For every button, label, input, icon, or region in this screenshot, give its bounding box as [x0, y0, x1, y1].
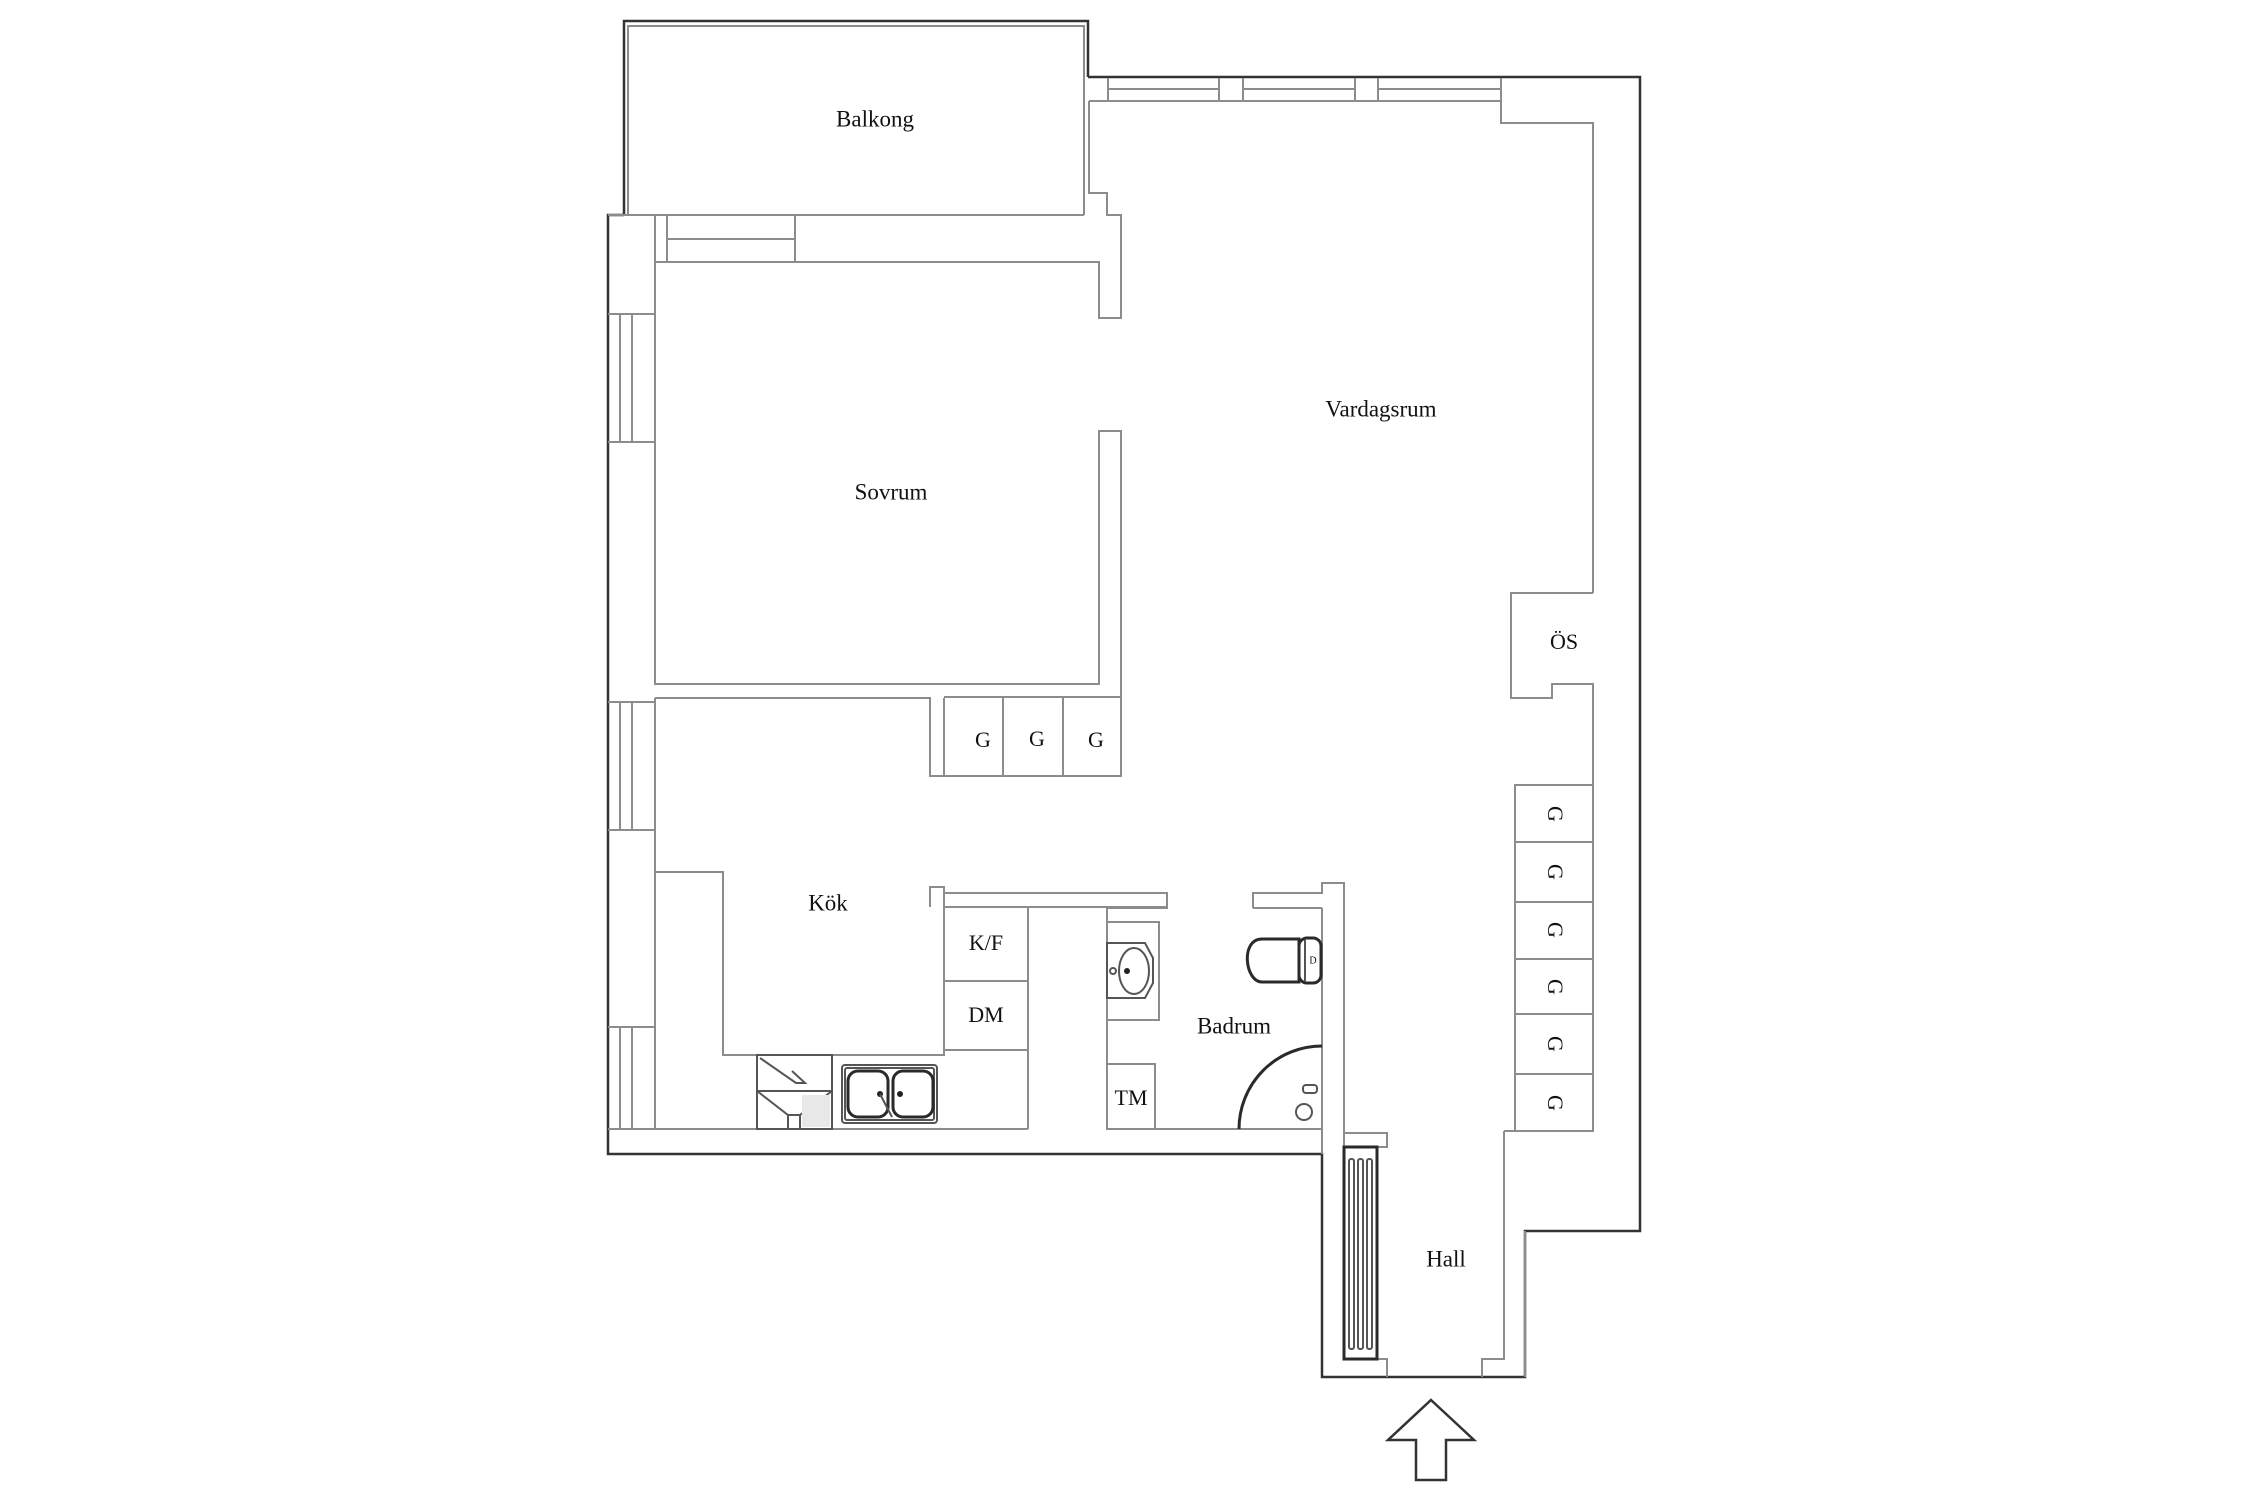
radiator-icon [1342, 1145, 1379, 1361]
wardrobe-label: G [1029, 726, 1045, 751]
wardrobe-label: G [1088, 727, 1104, 752]
left-wall [608, 214, 1028, 1130]
room-label-vardagsrum: Vardagsrum [1325, 396, 1436, 421]
dishwasher [943, 980, 1029, 1051]
up-arrow-icon [1384, 1398, 1478, 1482]
wardrobe-label: G [975, 727, 991, 752]
kitchen-sink-icon [841, 1064, 938, 1124]
window-top [1089, 78, 1502, 102]
os-label: ÖS [1550, 629, 1578, 654]
bathroom-sink-icon [1106, 921, 1160, 1021]
wardrobe-label: G [1543, 806, 1568, 822]
wardrobe-label: G [1543, 1036, 1568, 1052]
outer-wall [606, 75, 1642, 1379]
room-label-balkong: Balkong [836, 106, 914, 131]
toilet-icon: D [1245, 936, 1323, 985]
washing-machine: TM [1106, 1063, 1156, 1130]
washing-machine-label: TM [1115, 1085, 1148, 1110]
window-balcony-door [666, 215, 796, 262]
wardrobe-label: G [1543, 979, 1568, 995]
svg-text:D: D [1309, 955, 1316, 966]
wardrobe-label: G [1543, 1095, 1568, 1111]
wardrobes-kitchen: G G G [975, 698, 1104, 776]
shower-icon [1237, 1044, 1323, 1130]
room-label-hall: Hall [1426, 1246, 1466, 1271]
wardrobe-label: G [1543, 922, 1568, 938]
wardrobe-label: G [1543, 864, 1568, 880]
kitchen-wall [655, 696, 1122, 777]
balcony [622, 19, 1090, 216]
room-label-sovrum: Sovrum [855, 479, 928, 504]
room-label-kok: Kök [808, 890, 848, 915]
room-label-badrum: Badrum [1197, 1013, 1271, 1038]
kitchen-counters: K/F DM [656, 871, 1168, 1129]
stove-icon [756, 1054, 833, 1130]
living-inner-wall [654, 101, 1594, 785]
fridge-freezer-label: K/F [969, 930, 1003, 955]
os-closet: ÖS [1510, 592, 1594, 699]
dishwasher-label: DM [968, 1002, 1003, 1027]
wardrobes-living: G G G G G G [1514, 784, 1594, 1132]
